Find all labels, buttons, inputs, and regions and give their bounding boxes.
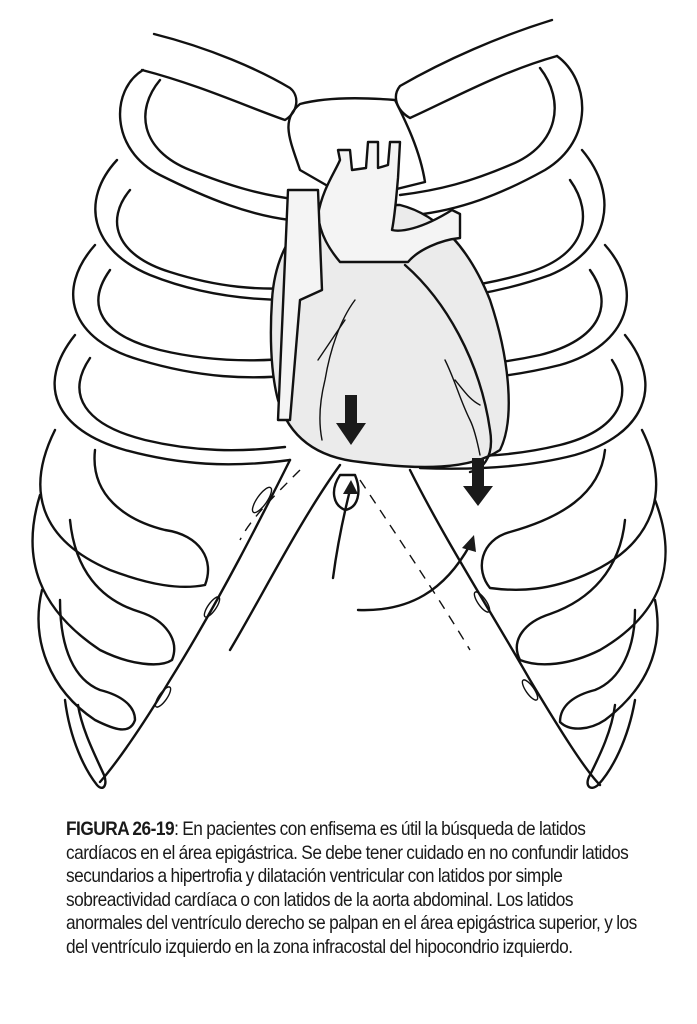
superior-vena-cava xyxy=(276,188,324,422)
caption-text: En pacientes con enfisema es útil la bús… xyxy=(66,819,637,958)
left-ribs xyxy=(31,68,302,789)
manubrium xyxy=(287,97,427,202)
rib-cage-illustration xyxy=(31,18,667,789)
infracostal-palpation-arrow-icon xyxy=(356,535,476,612)
anatomical-figure xyxy=(31,18,667,789)
caption-label: FIGURA 26-19 xyxy=(66,819,175,840)
clavicles xyxy=(140,18,559,122)
costal-margins xyxy=(98,458,602,787)
caption-separator: : xyxy=(174,819,183,840)
aorta xyxy=(316,140,462,264)
epigastric-palpation-arrow-icon xyxy=(331,480,358,580)
heart xyxy=(269,140,510,474)
costal-cartilage-marks xyxy=(154,486,539,708)
rv-arrow-icon xyxy=(336,395,366,445)
right-ribs xyxy=(398,54,667,789)
figure-caption: FIGURA 26-19: En pacientes con enfisema … xyxy=(66,818,642,960)
lv-arrow-icon xyxy=(463,458,493,506)
